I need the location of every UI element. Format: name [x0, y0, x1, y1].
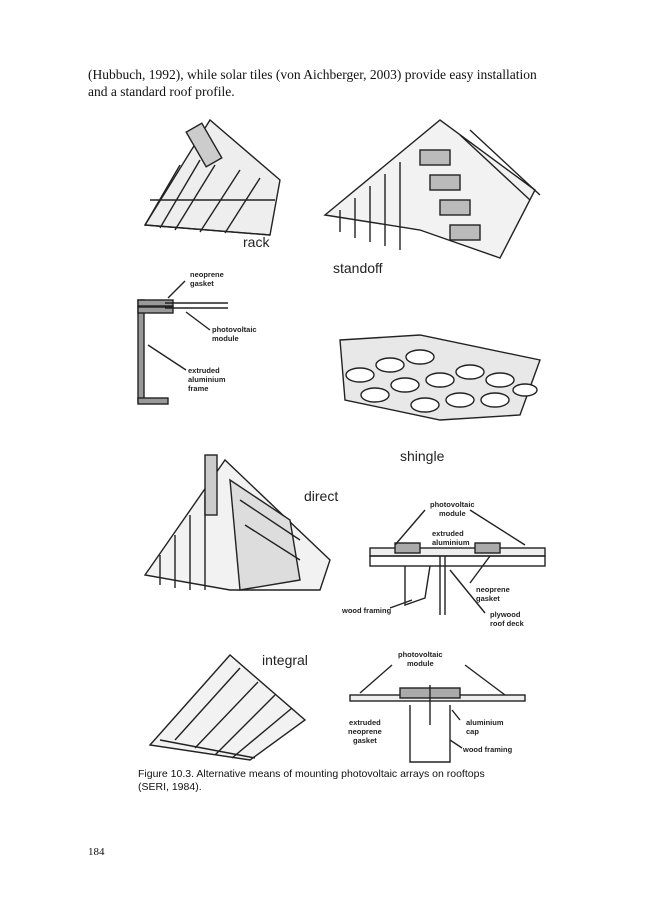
label-aluminium-cap: aluminium cap: [466, 718, 504, 736]
label-neoprene-gasket: neoprene gasket: [190, 270, 224, 288]
label-integral-gasket: extruded neoprene gasket: [348, 718, 382, 745]
figure-caption: Figure 10.3. Alternative means of mounti…: [138, 768, 485, 793]
label-direct: direct: [304, 488, 339, 504]
rack-illustration: [143, 118, 281, 236]
integral-illustration: [148, 654, 307, 761]
direct-cross-section: [369, 509, 546, 615]
label-shingle: shingle: [400, 448, 445, 464]
integral-cross-section: [349, 664, 526, 763]
label-rack: rack: [243, 234, 270, 250]
label-direct-neoprene: neoprene gasket: [476, 585, 510, 603]
body-paragraph: (Hubbuch, 1992), while solar tiles (von …: [88, 67, 537, 99]
label-integral-pv-module: photovoltaic module: [398, 650, 443, 668]
label-plywood-deck: plywood roof deck: [490, 610, 524, 628]
label-direct-extruded: extruded aluminium: [432, 529, 470, 547]
label-integral: integral: [262, 652, 308, 668]
label-pv-module: photovoltaic module: [212, 325, 257, 343]
shingle-illustration: [339, 334, 541, 421]
label-integral-wood-framing: wood framing: [463, 745, 513, 754]
label-direct-pv-module: photovoltaic module: [430, 500, 475, 518]
direct-illustration: [143, 454, 331, 591]
standoff-illustration: [323, 119, 541, 259]
label-standoff: standoff: [333, 260, 383, 276]
label-direct-wood-framing: wood framing: [342, 606, 392, 615]
label-aluminium-frame: extruded aluminium frame: [188, 366, 226, 393]
frame-cross-section: [137, 280, 228, 405]
page-number: 184: [88, 846, 105, 858]
